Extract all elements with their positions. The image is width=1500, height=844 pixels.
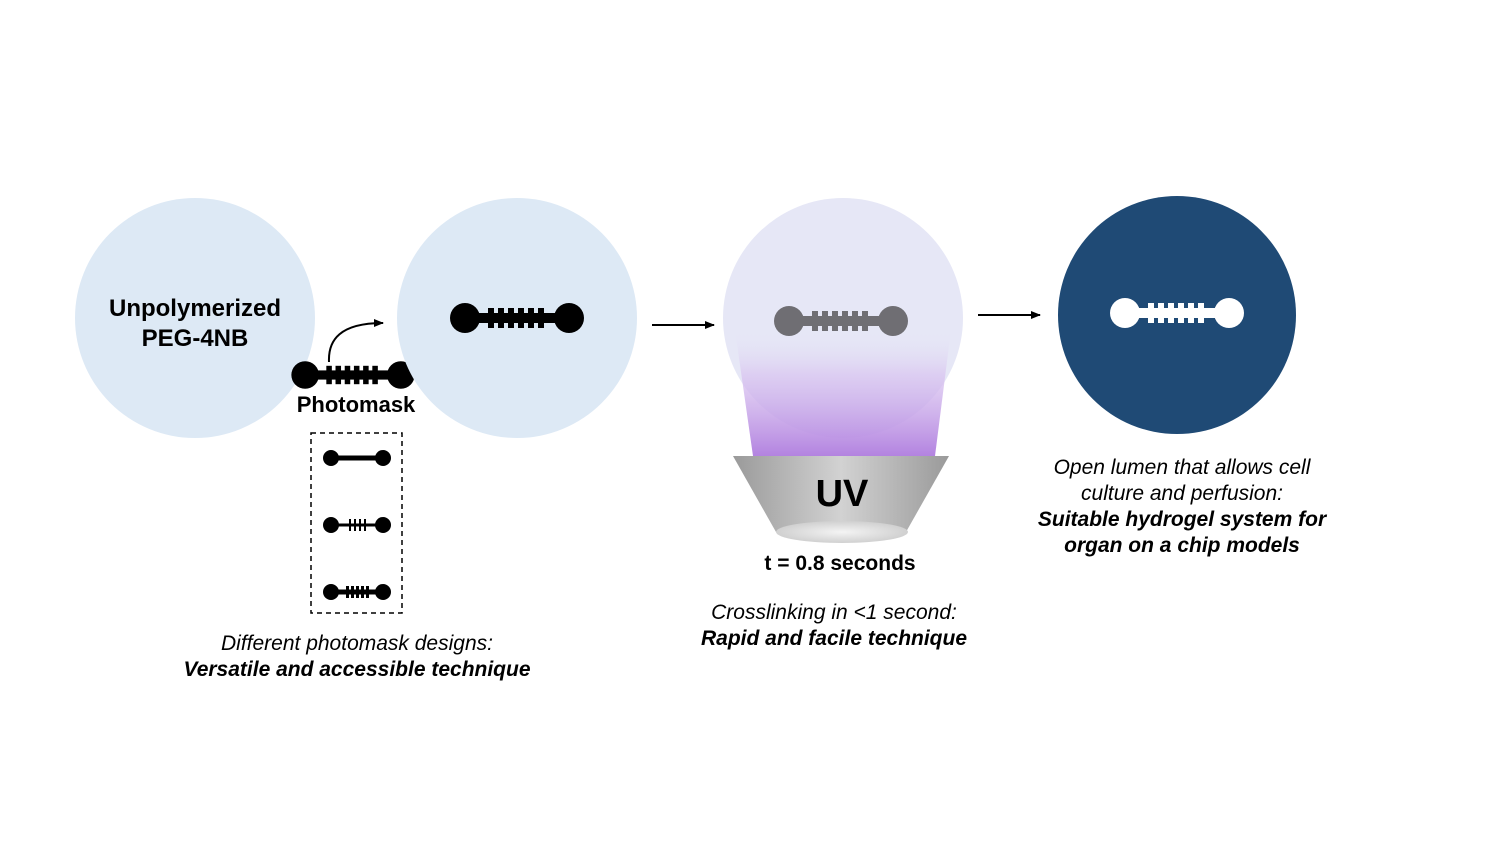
result-caption-bold1: Suitable hydrogel system for (1037, 508, 1327, 531)
photomask-label: Photomask (296, 392, 416, 417)
unpolymerized-label-line2: PEG-4NB (141, 325, 249, 352)
result-caption-line1: Open lumen that allows cell (1053, 456, 1311, 479)
unpolymerized-circle (75, 198, 315, 438)
mask-design-simple (323, 450, 391, 466)
mask-designs-caption: Different photomask designs: Versatile a… (157, 631, 557, 683)
uv-caption-italic: Crosslinking in <1 second: (711, 601, 957, 624)
result-caption-bold2: organ on a chip models (1064, 534, 1300, 557)
uv-caption: Crosslinking in <1 second: Rapid and fac… (634, 600, 1034, 652)
unpolymerized-label: Unpolymerized PEG-4NB (95, 294, 295, 354)
result-caption-line2: culture and perfusion: (1081, 482, 1283, 505)
uv-lamp (733, 456, 949, 532)
uv-lamp-label: UV (815, 473, 869, 515)
mask-design-thin-ridges (323, 517, 391, 533)
uv-lamp-bottom (776, 521, 908, 543)
photomask-channel-icon (291, 361, 415, 389)
mask-designs-box (310, 432, 403, 614)
uv-caption-bold: Rapid and facile technique (700, 627, 968, 650)
mask-design-thick-ridges (323, 584, 391, 600)
exposure-time-label: t = 0.8 seconds (764, 552, 916, 575)
photomask-arrow (327, 319, 384, 363)
result-caption: Open lumen that allows cell culture and … (982, 455, 1382, 559)
unpolymerized-label-line1: Unpolymerized (108, 295, 282, 322)
uv-glow-beam (735, 330, 951, 456)
mask-designs-caption-bold: Versatile and accessible technique (183, 658, 531, 681)
mask-designs-caption-italic: Different photomask designs: (221, 632, 493, 655)
